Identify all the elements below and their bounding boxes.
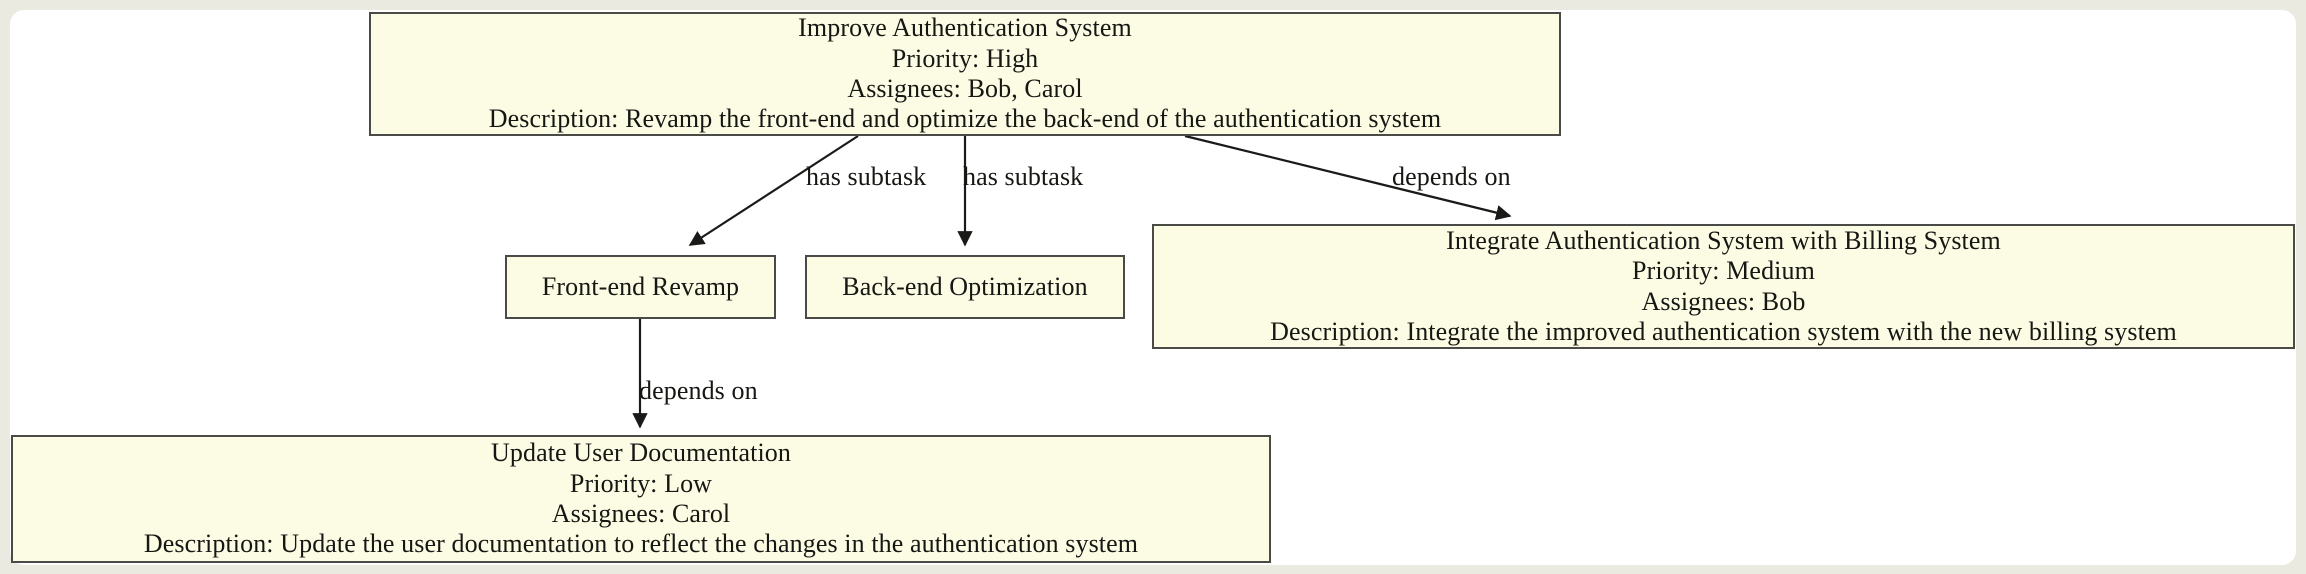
node-line: Description: Update the user documentati… bbox=[143, 529, 1139, 559]
edge-improve-to-integrate-line bbox=[1184, 134, 1512, 221]
node-line: Back-end Optimization bbox=[842, 271, 1088, 301]
edge-label-edge-improve-to-frontend: has subtask bbox=[806, 162, 927, 191]
edge-label-edge-frontend-to-update: depends on bbox=[639, 376, 758, 405]
node-line: Update User Documentation bbox=[491, 438, 791, 468]
node-line: Integrate Authentication System with Bil… bbox=[1446, 225, 2001, 255]
edge-label-edge-improve-to-integrate: depends on bbox=[1392, 162, 1511, 191]
node-front-end-revamp[interactable]: Front-end Revamp bbox=[505, 255, 776, 319]
node-line: Assignees: Bob bbox=[1641, 286, 1806, 316]
node-line: Assignees: Carol bbox=[551, 499, 731, 528]
node-line: Priority: Medium bbox=[1632, 256, 1815, 286]
node-back-end-optimization[interactable]: Back-end Optimization bbox=[805, 255, 1125, 319]
node-line: Priority: High bbox=[891, 43, 1039, 73]
node-line: Priority: Low bbox=[569, 468, 713, 498]
edge-label-edge-improve-to-backend: has subtask bbox=[963, 162, 1084, 191]
edge-improve-to-frontend-line bbox=[688, 135, 859, 246]
node-line: Description: Integrate the improved auth… bbox=[1270, 316, 2177, 346]
node-line: Assignees: Bob, Carol bbox=[847, 74, 1083, 103]
node-line: Front-end Revamp bbox=[541, 271, 740, 301]
node-line: Description: Revamp the front-end and op… bbox=[488, 104, 1442, 134]
node-integrate-authentication-system-with-billing-system[interactable]: Integrate Authentication System with Bil… bbox=[1152, 224, 2295, 349]
node-line: Improve Authentication System bbox=[798, 13, 1132, 43]
